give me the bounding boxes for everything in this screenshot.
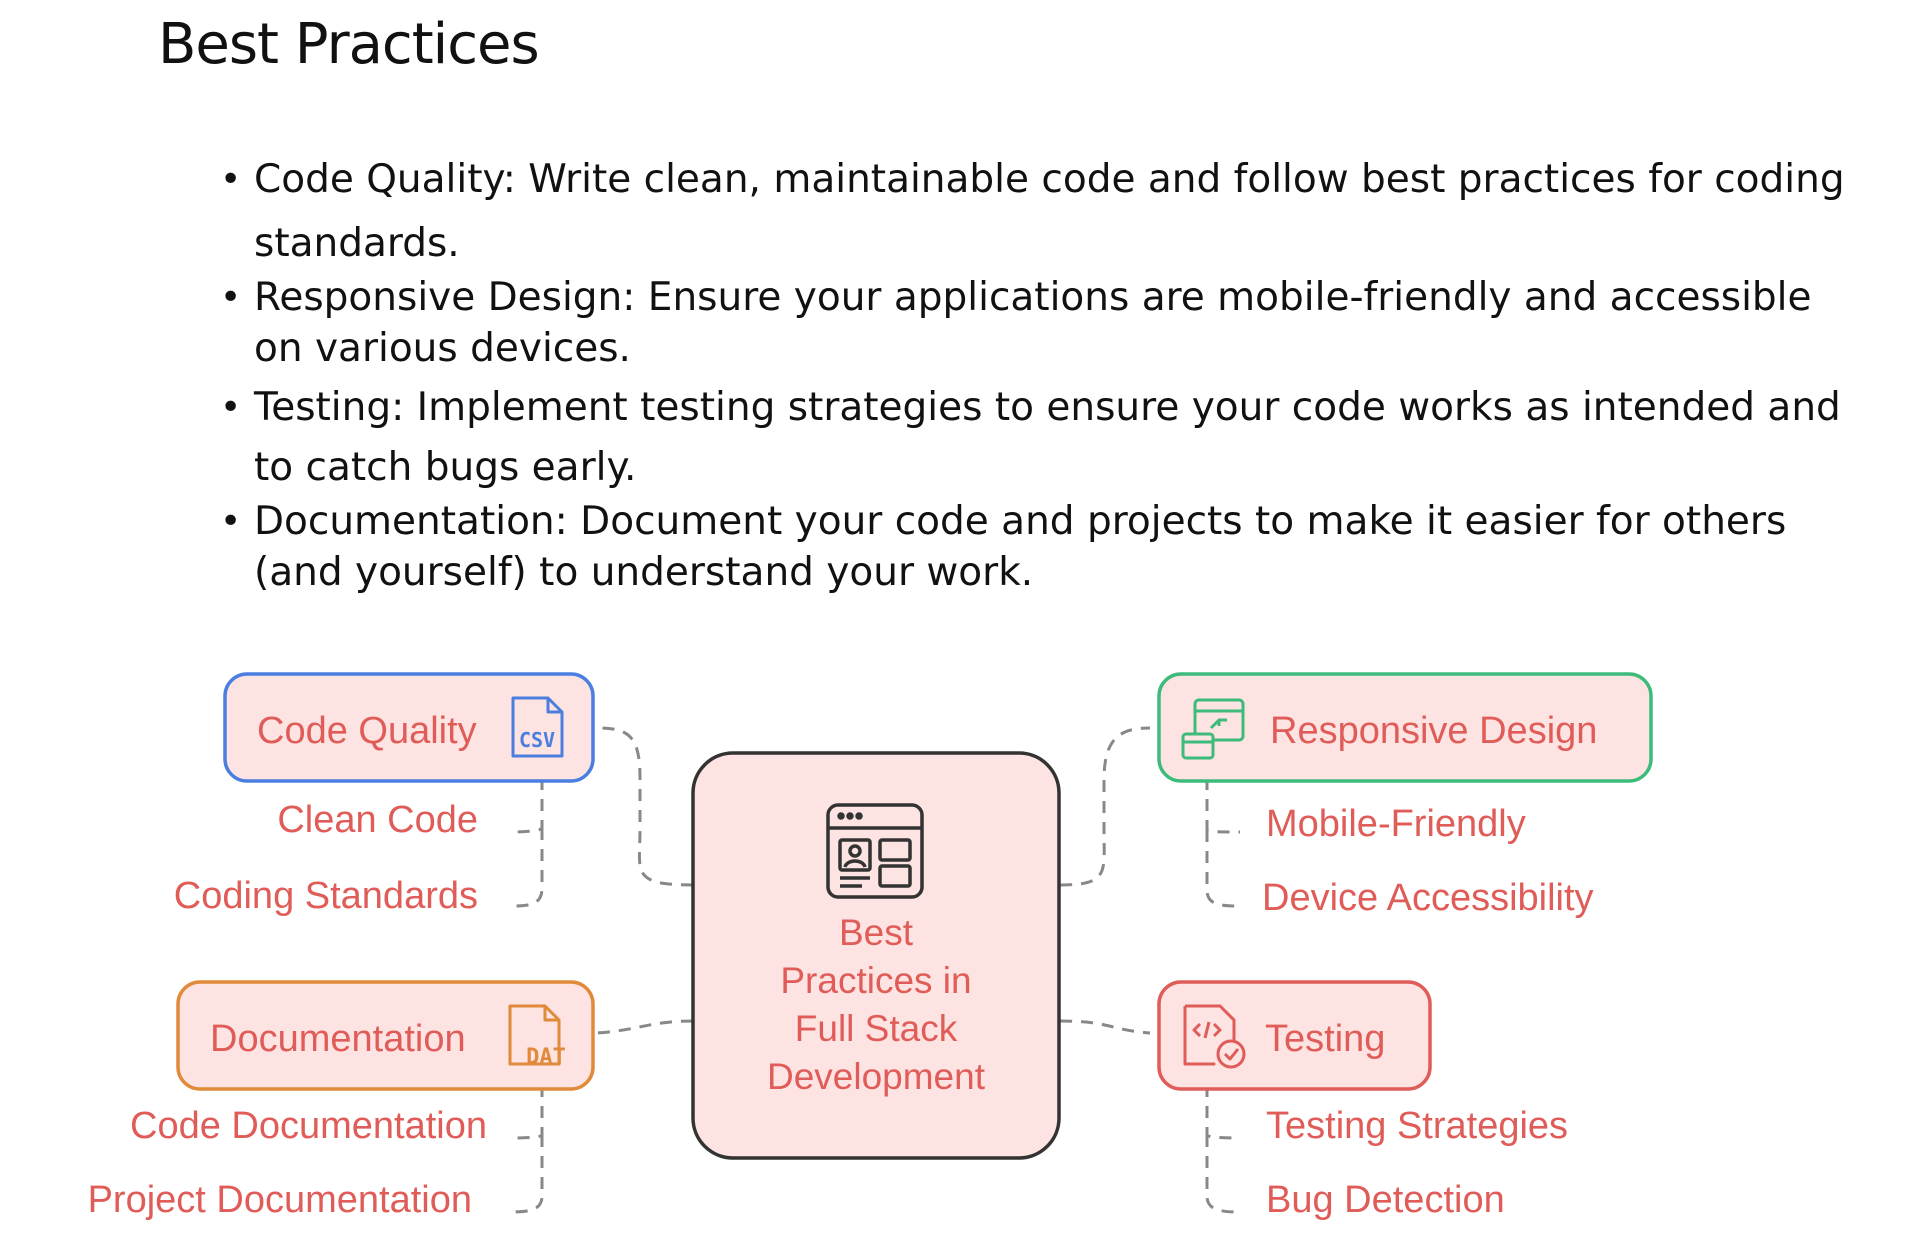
connector-clean-code (509, 778, 544, 834)
testing-label: Testing (1265, 1018, 1385, 1060)
bullet-code-quality: Code Quality: Write clean, maintainable … (220, 148, 1860, 276)
connector-coding-standards (509, 828, 544, 908)
browser-layout-icon (826, 803, 924, 899)
node-responsive-design: Responsive Design Mobile-Friendly Device… (1157, 672, 1653, 919)
connector-bug-detection (1205, 1135, 1241, 1214)
connectors (509, 726, 1241, 1214)
connector-testing-strategies (1205, 1085, 1241, 1140)
page-title: Best Practices (158, 12, 540, 77)
csv-file-icon: CSV (511, 696, 564, 758)
coding-standards-label: Coding Standards (174, 875, 478, 917)
responsive-screens-icon (1181, 698, 1245, 760)
connector-center-documentation (596, 1019, 694, 1035)
node-documentation: Documentation DAT Code Documentation Pro… (88, 980, 595, 1221)
code-check-icon (1183, 1004, 1246, 1069)
node-code-quality: Code Quality CSV Clean Code Coding Stand… (174, 672, 595, 917)
center-line-1: Best (839, 912, 914, 953)
dat-file-icon: DAT (508, 1004, 566, 1070)
connector-device-access (1205, 830, 1241, 908)
bug-detection-label: Bug Detection (1266, 1179, 1505, 1221)
node-testing: Testing Testing Strategies Bug Detection (1157, 980, 1568, 1221)
center-line-2: Practices in (780, 960, 971, 1001)
center-node: Best Practices in Full Stack Development (691, 751, 1061, 1160)
svg-text:DAT: DAT (526, 1045, 566, 1070)
device-accessibility-label: Device Accessibility (1262, 877, 1594, 919)
connector-center-code-quality (596, 726, 694, 887)
best-practices-list: Code Quality: Write clean, maintainable … (220, 148, 1860, 598)
documentation-label: Documentation (210, 1018, 466, 1060)
center-line-4: Development (767, 1056, 986, 1097)
code-quality-label: Code Quality (257, 710, 477, 752)
clean-code-label: Clean Code (277, 799, 478, 841)
bullet-documentation: Documentation: Document your code and pr… (220, 496, 1860, 598)
svg-text:CSV: CSV (519, 728, 555, 752)
connector-center-responsive (1059, 726, 1151, 887)
bullet-testing: Testing: Implement testing strategies to… (220, 378, 1860, 498)
connector-project-doc (509, 1135, 544, 1214)
connector-center-testing (1059, 1019, 1151, 1035)
connector-mobile-friendly (1205, 778, 1241, 834)
connector-code-doc (509, 1085, 544, 1140)
mobile-friendly-label: Mobile-Friendly (1266, 803, 1526, 845)
center-line-3: Full Stack (795, 1008, 958, 1049)
code-documentation-label: Code Documentation (130, 1105, 487, 1147)
testing-strategies-label: Testing Strategies (1266, 1105, 1568, 1147)
responsive-design-label: Responsive Design (1270, 710, 1597, 752)
project-documentation-label: Project Documentation (88, 1179, 472, 1221)
bullet-responsive-design: Responsive Design: Ensure your applicati… (220, 272, 1860, 374)
